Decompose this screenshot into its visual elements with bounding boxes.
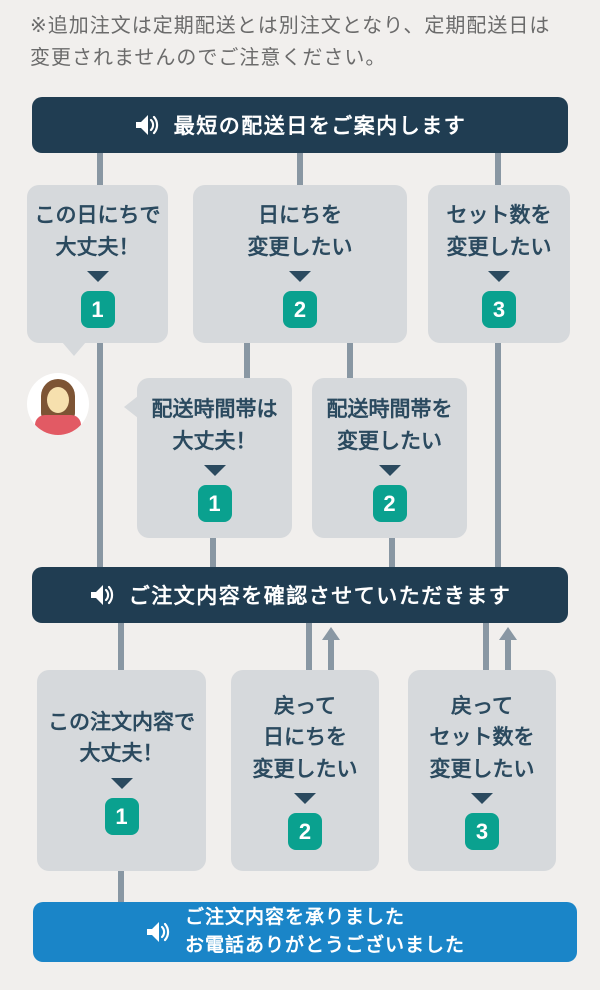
- dial-number-badge: 1: [104, 797, 139, 835]
- banner-step2: ご注文内容を確認させていただきます: [32, 567, 568, 623]
- down-triangle-icon: [378, 465, 401, 476]
- option-label: 戻ってセット数を変更したい: [429, 694, 535, 781]
- connector-line: [483, 623, 489, 672]
- row3-option2-box: 戻って日にちを変更したい 2: [231, 670, 379, 871]
- row2-option1-box: 配送時間帯は大丈夫！ 1: [137, 378, 292, 538]
- connector-line: [347, 343, 353, 380]
- down-triangle-icon: [110, 777, 133, 789]
- speaker-icon: [89, 583, 115, 607]
- connector-line: [97, 153, 103, 567]
- option-label: 戻って日にちを変更したい: [252, 694, 358, 781]
- dial-number-badge: 1: [80, 291, 115, 328]
- banner-final-label: ご注文内容を承りましたお電話ありがとうございました: [184, 906, 465, 957]
- down-triangle-icon: [203, 465, 226, 476]
- up-arrow-shaft: [328, 638, 334, 672]
- option-label: 日にちを変更したい: [247, 204, 353, 259]
- connector-line: [495, 153, 501, 567]
- speaker-icon: [134, 113, 160, 137]
- down-triangle-icon: [471, 793, 493, 805]
- disclaimer-note: ※追加注文は定期配送とは別注文となり、定期配送日は変更されませんのでご注意くださ…: [30, 15, 551, 70]
- connector-line: [389, 538, 395, 569]
- banner-final: ご注文内容を承りましたお電話ありがとうございました: [33, 902, 577, 962]
- option-label: この日にちで大丈夫！: [34, 204, 161, 259]
- up-arrow-icon: [499, 627, 517, 640]
- connector-line: [297, 153, 303, 187]
- option-label: セット数を変更したい: [446, 204, 552, 259]
- row1-option1-box: この日にちで大丈夫！ 1: [27, 185, 168, 343]
- row1-option3-box: セット数を変更したい 3: [428, 185, 570, 343]
- connector-line: [306, 623, 312, 672]
- banner-step2-label: ご注文内容を確認させていただきます: [128, 585, 512, 608]
- banner-step1-label: 最短の配送日をご案内します: [173, 115, 467, 138]
- down-triangle-icon: [294, 793, 316, 805]
- down-triangle-icon: [289, 271, 311, 282]
- dial-number-badge: 2: [372, 485, 407, 522]
- banner-step1: 最短の配送日をご案内します: [32, 97, 568, 153]
- row3-option1-box: この注文内容で大丈夫！ 1: [37, 670, 206, 871]
- down-triangle-icon: [86, 271, 109, 282]
- dial-number-badge: 2: [288, 813, 322, 851]
- up-arrow-icon: [322, 627, 340, 640]
- option-label: 配送時間帯を変更したい: [326, 398, 453, 453]
- up-arrow-shaft: [505, 638, 511, 672]
- dial-number-badge: 2: [283, 291, 317, 328]
- bubble-tail-icon: [124, 396, 138, 418]
- dial-number-badge: 3: [465, 813, 499, 851]
- connector-line: [118, 623, 124, 672]
- connector-line: [244, 343, 250, 380]
- row3-option3-box: 戻ってセット数を変更したい 3: [408, 670, 556, 871]
- avatar-face: [47, 387, 69, 413]
- down-triangle-icon: [488, 271, 510, 282]
- option-label: 配送時間帯は大丈夫！: [151, 398, 278, 453]
- dial-number-badge: 1: [197, 485, 232, 522]
- connector-line: [210, 538, 216, 569]
- row1-option2-box: 日にちを変更したい 2: [193, 185, 407, 343]
- dial-number-badge: 3: [482, 291, 516, 328]
- row2-option2-box: 配送時間帯を変更したい 2: [312, 378, 467, 538]
- avatar-body: [35, 415, 81, 435]
- bubble-tail-icon: [62, 342, 86, 356]
- speaker-icon: [145, 920, 171, 944]
- option-label: この注文内容で大丈夫！: [48, 710, 195, 766]
- connector-line: [118, 871, 124, 904]
- woman-customer-avatar-icon: [27, 373, 89, 435]
